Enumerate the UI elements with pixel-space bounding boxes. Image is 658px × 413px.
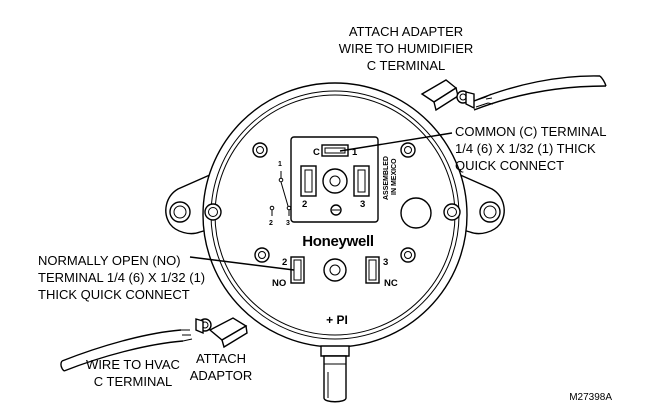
large-plug-hole — [400, 197, 432, 229]
pressure-port-label: + PI — [326, 313, 348, 327]
switch-label-3: 3 — [286, 220, 290, 227]
assembled-line-2: IN MEXICO — [391, 158, 398, 195]
terminal-3-label: 3 — [360, 199, 365, 210]
hvac-wire-icon — [60, 329, 193, 372]
nc-terminal-label: NC — [384, 278, 398, 289]
switch-schematic-icon — [269, 171, 292, 216]
no-terminal-label: NO — [272, 278, 286, 289]
bottom-adapter-icon — [195, 317, 248, 349]
screw-hole — [400, 247, 416, 263]
terminal-c-label: C — [313, 147, 320, 158]
attach-adapter-line-2: WIRE TO HUMIDIFIER — [339, 41, 474, 56]
humidifier-wire-icon — [473, 75, 607, 111]
switch-label-2: 2 — [269, 220, 273, 227]
attach-adaptor-line-2: ADAPTOR — [190, 368, 253, 383]
no-callout-line-2: TERMINAL 1/4 (6) X 1/32 (1) — [38, 270, 205, 285]
switch-label-1: 1 — [278, 161, 282, 168]
figure-id: M27398A — [569, 392, 612, 403]
screw-hole — [252, 142, 268, 158]
screw-hole — [443, 203, 461, 221]
lower-knob — [323, 258, 347, 282]
pressure-port-icon — [320, 345, 350, 403]
no-callout-line-3: THICK QUICK CONNECT — [38, 287, 190, 302]
nc-terminal — [365, 256, 380, 284]
common-line-2: 1/4 (6) X 1/32 (1) THICK — [455, 141, 596, 156]
attach-adapter-line-3: C TERMINAL — [367, 58, 446, 73]
top-adapter-icon — [420, 79, 475, 112]
terminal-2-label: 2 — [302, 199, 307, 210]
nc-terminal-number: 3 — [383, 257, 388, 268]
attach-adaptor-line-1: ATTACH — [196, 351, 246, 366]
screw-hole — [400, 142, 416, 158]
common-line-1: COMMON (C) TERMINAL — [455, 124, 606, 139]
wire-hvac-line-1: WIRE TO HVAC — [86, 357, 180, 372]
wire-hvac-line-2: C TERMINAL — [94, 374, 173, 389]
assembled-line-1: ASSEMBLED — [383, 156, 390, 200]
screw-hole — [204, 203, 222, 221]
no-terminal-number: 2 — [282, 257, 287, 268]
attach-adapter-line-1: ATTACH ADAPTER — [349, 24, 463, 39]
no-callout-line-1: NORMALLY OPEN (NO) — [38, 253, 181, 268]
no-callout-line — [189, 256, 295, 271]
terminal-1-label: 1 — [352, 147, 358, 158]
terminal-block — [290, 136, 379, 223]
common-callout-line — [339, 132, 453, 152]
common-line-3: QUICK CONNECT — [455, 158, 564, 173]
brand-logo: Honeywell — [302, 233, 374, 250]
screw-hole — [254, 247, 270, 263]
